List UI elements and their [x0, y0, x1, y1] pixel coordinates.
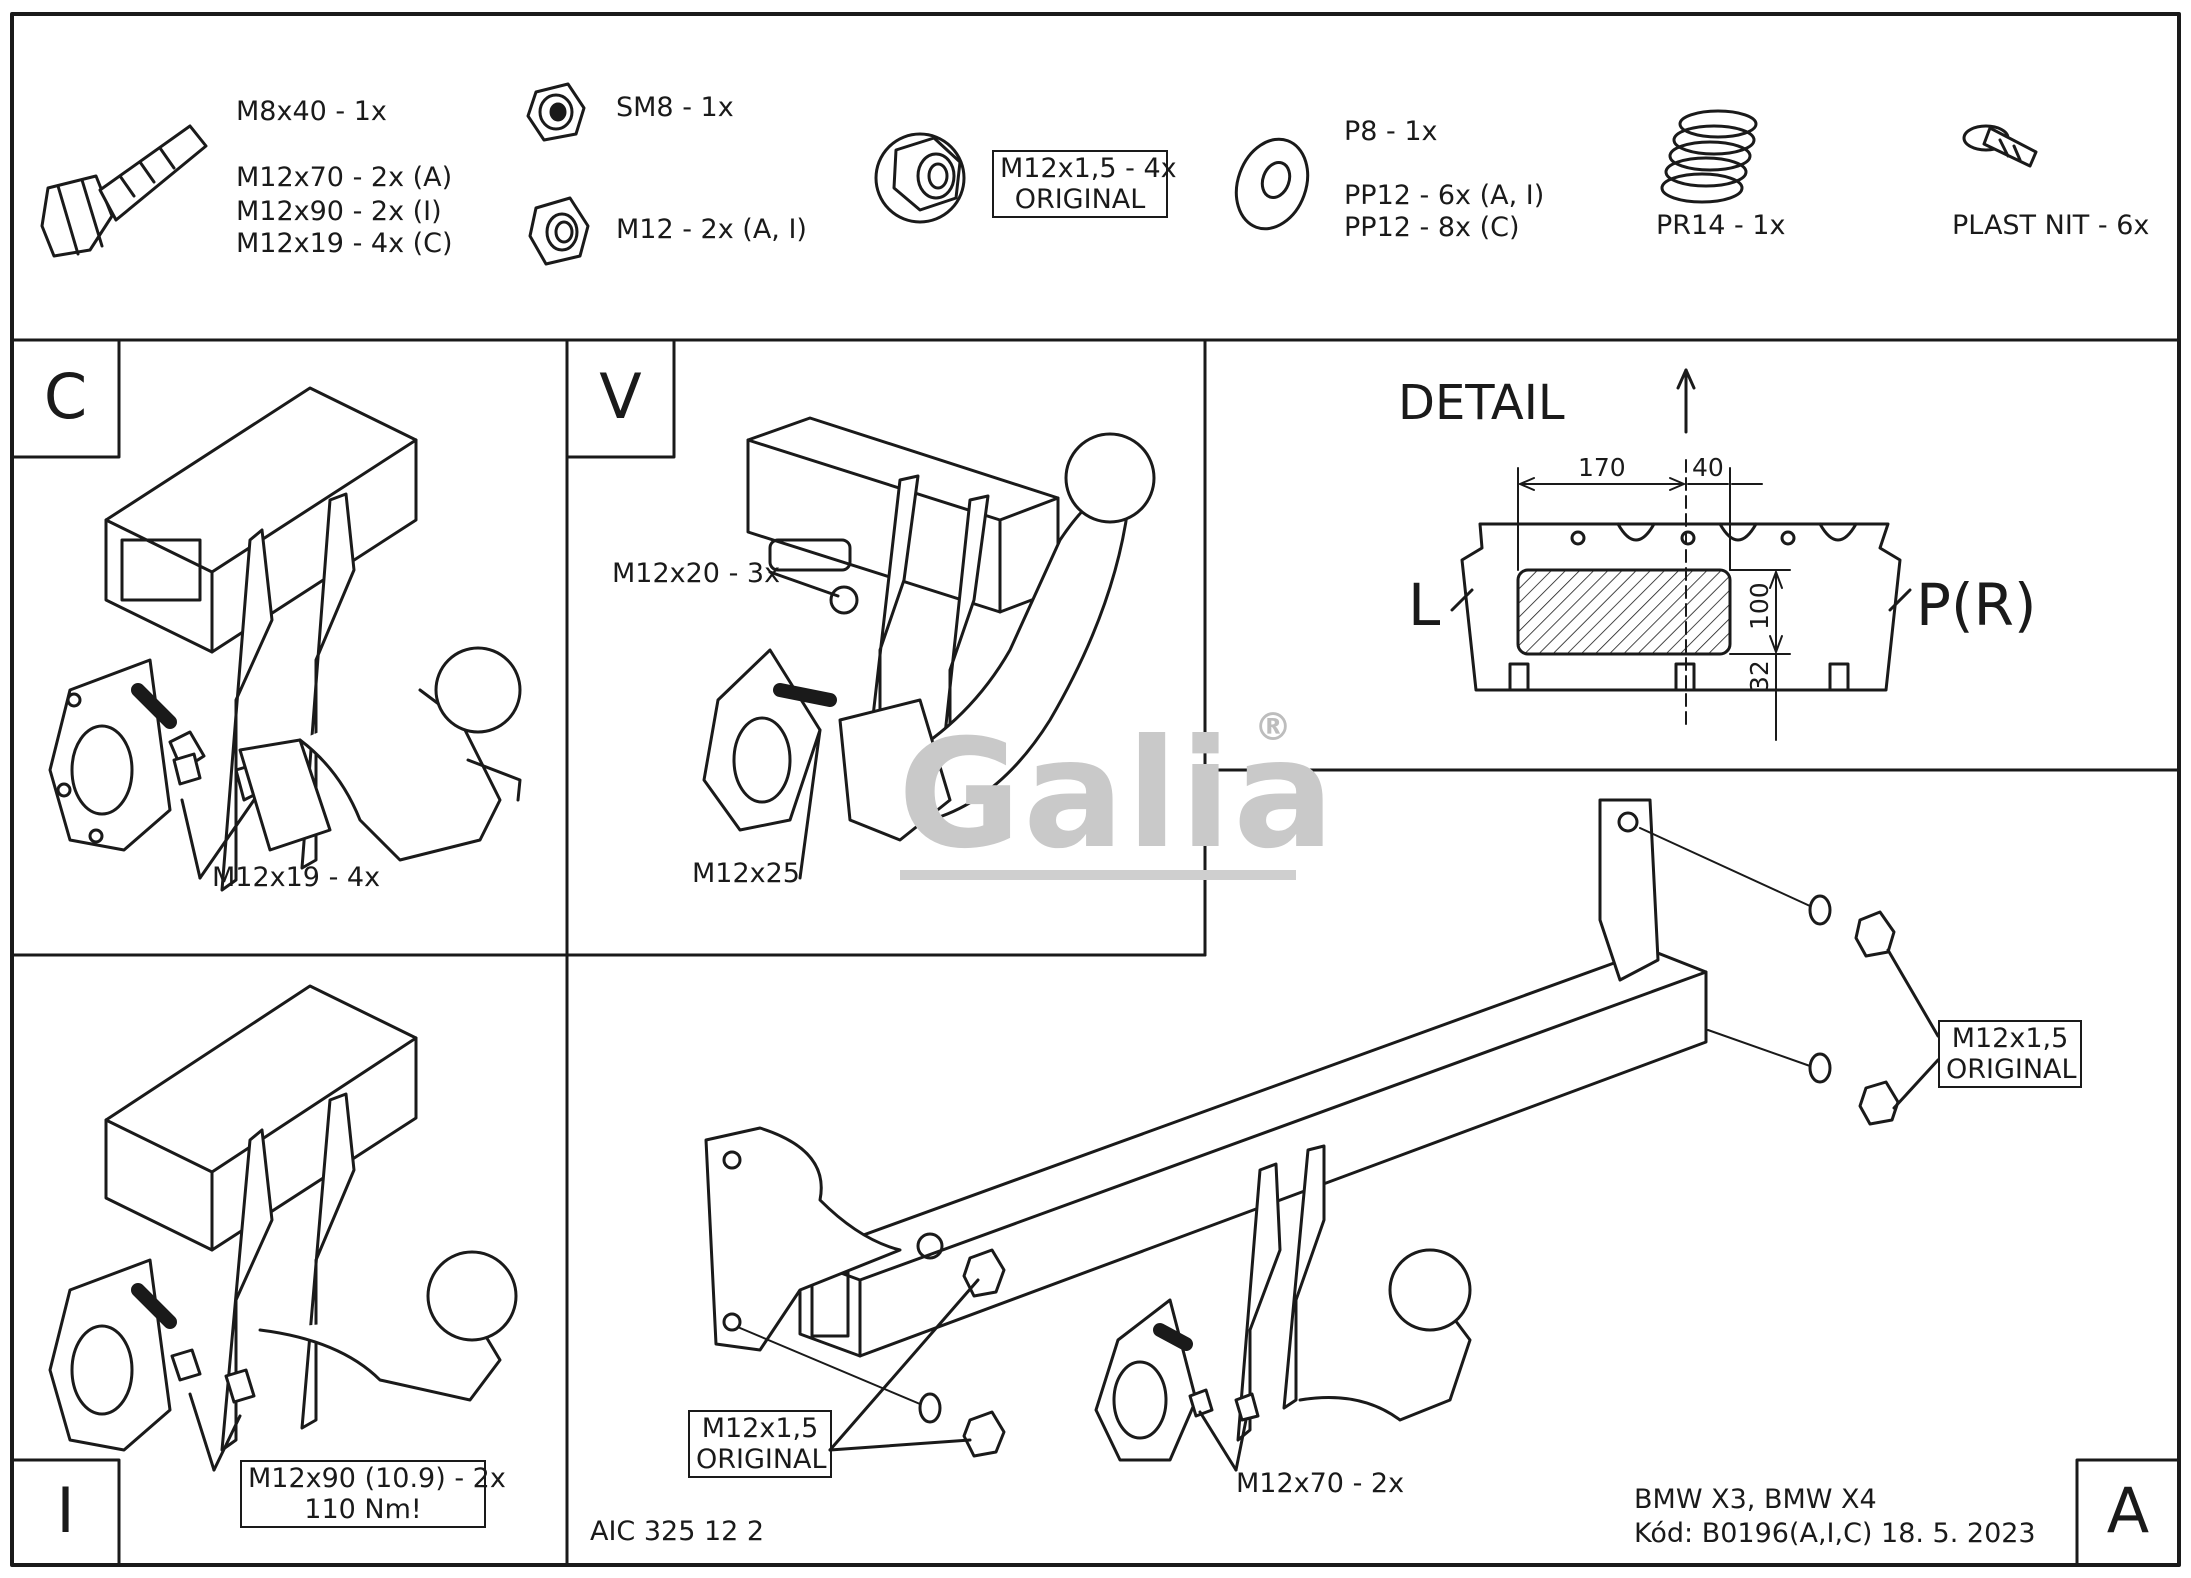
- galia-watermark: Galia: [898, 708, 1337, 882]
- vehicle-models: BMW X3, BMW X4: [1634, 1484, 1877, 1515]
- panel-letter-a: A: [2106, 1474, 2150, 1547]
- detail-left-label: L: [1408, 571, 1441, 639]
- panel-v-hitch: [702, 416, 1156, 880]
- panel-letter-v: V: [599, 360, 642, 433]
- panel-i-hitch: [48, 984, 518, 1472]
- flange-nut-label-line2: ORIGINAL: [1014, 184, 1146, 216]
- panel-a-bolt-label: M12x70 - 2x: [1236, 1468, 1405, 1499]
- dimension-32: 32: [1745, 660, 1774, 692]
- sm8-label: SM8 - 1x: [616, 92, 734, 123]
- registered-mark: ®: [1254, 705, 1292, 749]
- panel-v-bottom-label: M12x25: [692, 858, 800, 889]
- spring-label: PR14 - 1x: [1656, 210, 1786, 241]
- drawing-frame: [10, 12, 2181, 1567]
- panel-c-bolt-label: M12x19 - 4x: [212, 862, 381, 893]
- flange-nut-icon: [874, 132, 966, 224]
- panel-letter-c: C: [43, 360, 88, 433]
- detail-section: [1450, 368, 1912, 741]
- panel-a-left-nut-box-line1: M12x1,5: [701, 1413, 819, 1444]
- spring-icon: [1660, 109, 1758, 204]
- panel-a-left-nut-box-line2: ORIGINAL: [696, 1444, 827, 1476]
- panel-a-left-nut-box: M12x1,5 ORIGINAL: [688, 1410, 832, 1479]
- plastic-rivet-label: PLAST NIT - 6x: [1952, 210, 2150, 241]
- bolt-label: M8x40 - 1x: [236, 96, 387, 127]
- flange-nut-label-line1: M12x1,5 - 4x: [1000, 153, 1177, 184]
- panel-a-crossbar: [704, 798, 1940, 1472]
- panel-a-right-nut-box-line2: ORIGINAL: [1946, 1054, 2077, 1086]
- drawing-code: AIC 325 12 2: [590, 1516, 765, 1547]
- dimension-170: 170: [1578, 453, 1626, 482]
- detail-right-label: P(R): [1916, 571, 2037, 639]
- detail-title: DETAIL: [1398, 375, 1565, 431]
- panel-v-top-label: M12x20 - 3x: [612, 558, 781, 589]
- dimension-100: 100: [1745, 582, 1774, 630]
- flange-nut-label: M12x1,5 - 4x ORIGINAL: [992, 150, 1177, 219]
- hex-nut-icon: [528, 196, 590, 266]
- lock-nut-icon: [526, 82, 586, 142]
- bolt-icon: [40, 124, 208, 258]
- bolt-label: M12x70 - 2x (A): [236, 162, 453, 193]
- panel-i-bolt-box-line1: M12x90 (10.9) - 2x: [248, 1463, 506, 1494]
- panel-letter-i: I: [56, 1474, 75, 1547]
- washer-label: P8 - 1x: [1344, 116, 1438, 147]
- watermark-underline: [900, 870, 1296, 880]
- washer-label: PP12 - 6x (A, I): [1344, 180, 1545, 211]
- dimension-40: 40: [1692, 453, 1724, 482]
- panel-a-right-nut-box: M12x1,5 ORIGINAL: [1938, 1020, 2082, 1089]
- panel-i-bolt-box: M12x90 (10.9) - 2x 110 Nm!: [240, 1460, 506, 1529]
- drawing-kod-date: Kód: B0196(A,I,C) 18. 5. 2023: [1634, 1518, 2036, 1549]
- bolt-label: M12x90 - 2x (I): [236, 196, 442, 227]
- bolt-label: M12x19 - 4x (C): [236, 228, 453, 259]
- m12-label: M12 - 2x (A, I): [616, 214, 807, 245]
- washer-label: PP12 - 8x (C): [1344, 212, 1520, 243]
- panel-c-hitch: [48, 386, 522, 892]
- washer-icon: [1234, 137, 1310, 231]
- panel-i-bolt-box-line2: 110 Nm!: [304, 1494, 422, 1526]
- panel-a-right-nut-box-line1: M12x1,5: [1951, 1023, 2069, 1054]
- plastic-rivet-icon: [1962, 124, 2038, 168]
